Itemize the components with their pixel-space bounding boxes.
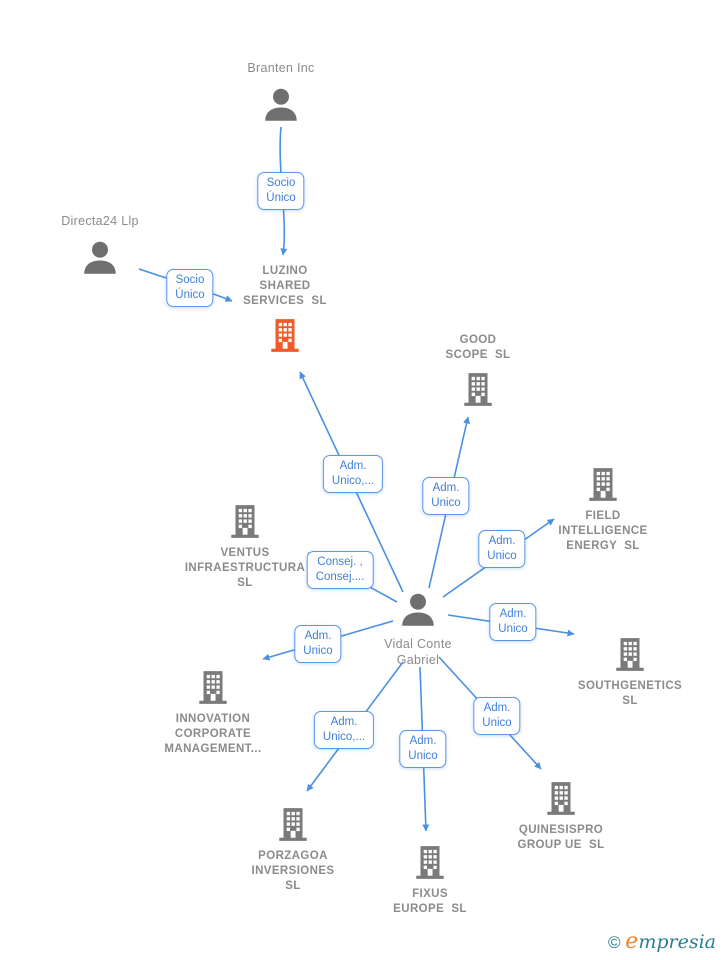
node-field-intelligence-energy[interactable]: FIELD INTELLIGENCE ENERGY SL xyxy=(518,465,688,554)
copyright-symbol: © xyxy=(608,933,621,952)
node-label[interactable]: LUZINO SHARED SERVICES SL xyxy=(243,265,327,307)
node-luzino-shared-services[interactable]: LUZINO SHARED SERVICES SL xyxy=(200,264,370,354)
node-label[interactable]: INNOVATION CORPORATE MANAGEMENT... xyxy=(164,713,262,755)
node-southgenetics[interactable]: SOUTHGENETICS SL xyxy=(545,635,715,709)
building-icon xyxy=(226,502,264,540)
node-vidal-conte-gabriel[interactable]: Vidal Conte Gabriel xyxy=(333,589,503,668)
node-label[interactable]: VENTUS INFRAESTRUCTURA SL xyxy=(184,547,306,589)
node-label[interactable]: SOUTHGENETICS SL xyxy=(577,680,683,707)
node-quinesispro-group[interactable]: QUINESISPRO GROUP UE SL xyxy=(476,779,646,853)
edge-label-adm-unico-fixus[interactable]: Adm. Unico xyxy=(399,730,447,768)
node-label[interactable]: QUINESISPRO GROUP UE SL xyxy=(517,824,605,851)
building-icon xyxy=(459,370,497,408)
edge-label-adm-unico-southgenetics[interactable]: Adm. Unico xyxy=(489,603,537,641)
person-icon xyxy=(79,237,121,279)
node-innovation-corporate-management[interactable]: INNOVATION CORPORATE MANAGEMENT... xyxy=(128,668,298,757)
building-icon xyxy=(584,465,622,503)
node-good-scope[interactable]: GOOD SCOPE SL xyxy=(393,333,563,408)
person-icon xyxy=(397,589,439,631)
node-label[interactable]: FIXUS EUROPE SL xyxy=(393,888,467,915)
building-icon xyxy=(194,668,232,706)
edge-label-adm-unico-luzino[interactable]: Adm. Unico,... xyxy=(322,455,384,493)
building-icon xyxy=(411,843,449,881)
edge-label-adm-unico-field[interactable]: Adm. Unico xyxy=(478,530,526,568)
building-icon xyxy=(611,635,649,673)
node-label[interactable]: GOOD SCOPE SL xyxy=(445,334,511,361)
node-label[interactable]: Vidal Conte Gabriel xyxy=(384,637,452,667)
edge-label-adm-unico-porzagoa[interactable]: Adm. Unico,... xyxy=(313,711,375,749)
node-label[interactable]: FIELD INTELLIGENCE ENERGY SL xyxy=(558,510,648,552)
brand-rest: mpresia xyxy=(638,931,716,953)
empresia-logo[interactable]: © empresia xyxy=(608,929,716,954)
node-directa24-llp[interactable]: Directa24 Llp xyxy=(15,214,185,279)
edge-label-adm-unico-innovation[interactable]: Adm. Unico xyxy=(294,625,342,663)
node-porzagoa-inversiones[interactable]: PORZAGOA INVERSIONES SL xyxy=(208,805,378,894)
person-icon xyxy=(260,84,302,126)
brand-letter-e: e xyxy=(625,929,639,954)
node-ventus-infraestructura[interactable]: VENTUS INFRAESTRUCTURA SL xyxy=(160,502,330,591)
building-icon xyxy=(274,805,312,843)
node-label[interactable]: PORZAGOA INVERSIONES SL xyxy=(251,850,335,892)
edge-label-consej-ventus[interactable]: Consej. , Consej.... xyxy=(306,551,374,589)
edge-label-adm-unico-quinesispro[interactable]: Adm. Unico xyxy=(473,697,521,735)
edge-label-socio-unico-branten[interactable]: Socio Único xyxy=(257,172,305,210)
edge-label-socio-unico-directa24[interactable]: Socio Único xyxy=(166,269,214,307)
building-icon xyxy=(542,779,580,817)
building-icon xyxy=(266,316,304,354)
node-branten-inc[interactable]: Branten Inc xyxy=(196,61,366,126)
node-label[interactable]: Branten Inc xyxy=(247,61,315,75)
brand-wordmark: empresia xyxy=(625,929,716,954)
edge-label-adm-unico-good-scope[interactable]: Adm. Unico xyxy=(422,477,470,515)
node-label[interactable]: Directa24 Llp xyxy=(61,214,139,228)
node-fixus-europe[interactable]: FIXUS EUROPE SL xyxy=(345,843,515,917)
